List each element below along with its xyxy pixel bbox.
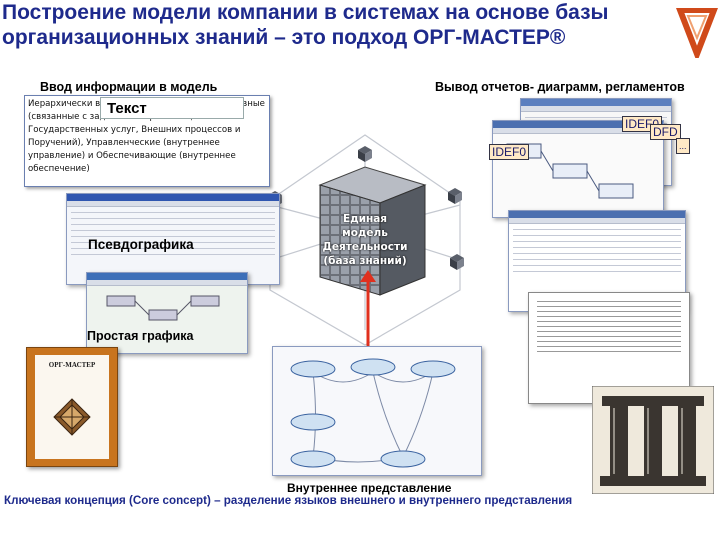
simple-graphics-label: Простая графика bbox=[87, 329, 194, 343]
text-tag: Текст bbox=[100, 97, 244, 119]
simple-graphics-window bbox=[86, 272, 248, 354]
pseudographics-window bbox=[66, 193, 280, 285]
pseudographics-label: Псевдографика bbox=[88, 237, 194, 252]
report-window-2 bbox=[492, 120, 664, 218]
idef0-badge-b: IDEF0 bbox=[489, 144, 530, 160]
internal-model-diagram bbox=[272, 346, 482, 476]
simple-graphics-preview bbox=[106, 295, 220, 321]
input-section-label: Ввод информации в модель bbox=[40, 80, 218, 94]
page-title: Построение модели компании в системах на… bbox=[2, 1, 609, 49]
engraving-illustration bbox=[592, 386, 714, 494]
key-concept: Ключевая концепция (Core concept) – разд… bbox=[4, 494, 573, 507]
penrose-triangle-logo bbox=[676, 8, 718, 58]
book-cube-icon bbox=[53, 398, 91, 436]
internal-representation-label: Внутреннее представление bbox=[287, 481, 452, 495]
bidirectional-arrow bbox=[360, 270, 376, 358]
cube-label: Единая модель Деятельности (база знаний) bbox=[322, 213, 408, 267]
output-section-label: Вывод отчетов- диаграмм, регламентов bbox=[435, 80, 685, 94]
ellipsis-badge: ... bbox=[676, 138, 690, 154]
book-title: ОРГ-МАСТЕР bbox=[48, 361, 96, 369]
knowledge-base-cube bbox=[318, 166, 427, 296]
regulation-document bbox=[528, 292, 690, 404]
orgmaster-book: ОРГ-МАСТЕР bbox=[26, 347, 118, 467]
internal-model-graph bbox=[290, 358, 456, 468]
dfd-badge: DFD bbox=[650, 124, 681, 140]
